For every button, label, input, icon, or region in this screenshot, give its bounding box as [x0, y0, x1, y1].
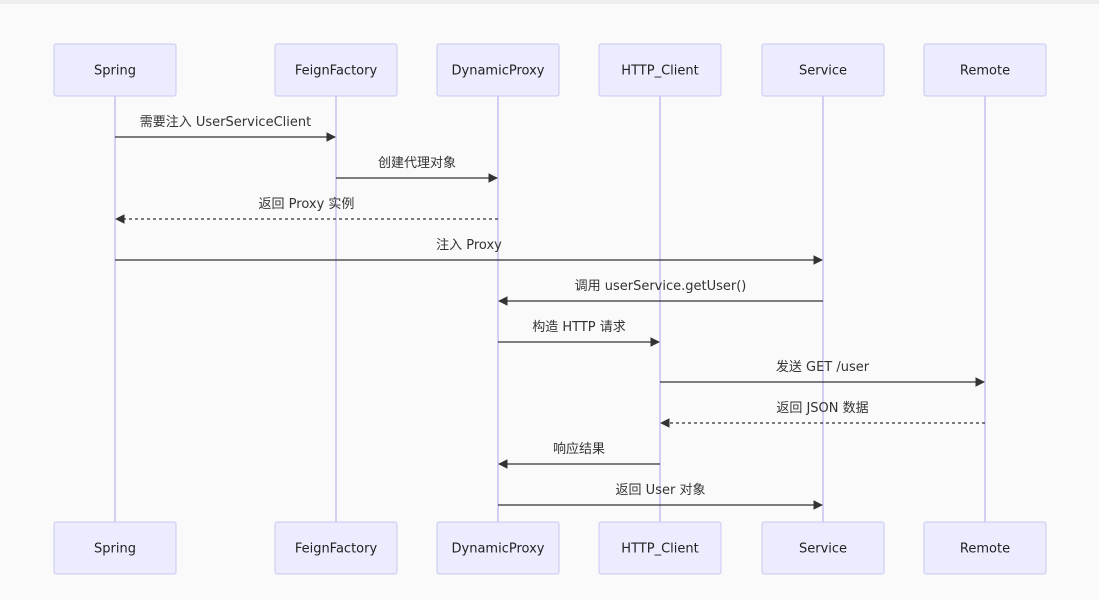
actor-feignfactory-bottom[interactable]: FeignFactory: [274, 521, 398, 575]
message-label: 构造 HTTP 请求: [532, 320, 626, 335]
actor-box: [923, 521, 1047, 575]
message-label: 发送 GET /user: [776, 359, 870, 375]
message-10: 返回 User 对象: [498, 483, 823, 510]
actor-http-client-bottom[interactable]: HTTP_Client: [598, 521, 722, 575]
actor-label: Remote: [960, 542, 1010, 557]
message-label: 需要注入 UserServiceClient: [140, 115, 311, 130]
message-4: 注入 Proxy: [115, 238, 823, 265]
actor-label: DynamicProxy: [452, 64, 545, 79]
actor-dynamicproxy-bottom[interactable]: DynamicProxy: [436, 521, 560, 575]
message-9: 响应结果: [498, 441, 660, 469]
actor-label: FeignFactory: [295, 542, 378, 557]
message-label: 返回 User 对象: [616, 483, 706, 498]
actor-box: [53, 521, 177, 575]
actor-label: Spring: [94, 542, 136, 557]
actor-box: [598, 43, 722, 97]
actor-label: Remote: [960, 64, 1010, 79]
message-3: 返回 Proxy 实例: [115, 197, 498, 224]
actor-label: Service: [799, 542, 847, 557]
message-label: 返回 JSON 数据: [776, 401, 868, 416]
actor-feignfactory-top[interactable]: FeignFactory: [274, 43, 398, 97]
actor-service-bottom[interactable]: Service: [761, 521, 885, 575]
actor-box: [436, 521, 560, 575]
actor-label: HTTP_Client: [621, 64, 698, 79]
message-1: 需要注入 UserServiceClient: [115, 115, 336, 142]
actor-remote-top[interactable]: Remote: [923, 43, 1047, 97]
message-label: 返回 Proxy 实例: [259, 197, 355, 212]
actor-label: DynamicProxy: [452, 542, 545, 557]
actor-box: [436, 43, 560, 97]
message-6: 构造 HTTP 请求: [498, 320, 660, 347]
actor-http-client-top[interactable]: HTTP_Client: [598, 43, 722, 97]
message-8: 返回 JSON 数据: [660, 401, 985, 428]
message-2: 创建代理对象: [336, 156, 498, 183]
message-label: 响应结果: [553, 441, 605, 457]
lifelines: [114, 96, 986, 522]
message-label: 创建代理对象: [378, 156, 456, 171]
actor-label: HTTP_Client: [621, 542, 698, 557]
message-7: 发送 GET /user: [660, 359, 985, 387]
actor-dynamicproxy-top[interactable]: DynamicProxy: [436, 43, 560, 97]
actor-label: Spring: [94, 64, 136, 79]
actor-label: FeignFactory: [295, 64, 378, 79]
actors-bottom-row: Spring FeignFactory DynamicProxy HTTP_Clien…: [53, 521, 1047, 575]
actor-box: [761, 43, 885, 97]
actor-label: Service: [799, 64, 847, 79]
actor-box: [53, 43, 177, 97]
actor-box: [274, 43, 398, 97]
message-5: 调用 userService.getUser(): [498, 279, 823, 306]
actor-box: [923, 43, 1047, 97]
actor-box: [761, 521, 885, 575]
message-label: 调用 userService.getUser(): [575, 279, 747, 294]
message-label: 注入 Proxy: [436, 238, 502, 253]
actor-service-top[interactable]: Service: [761, 43, 885, 97]
actor-spring-bottom[interactable]: Spring: [53, 521, 177, 575]
actors-top-row: Spring FeignFactory DynamicProxy HTTP_Clien…: [53, 43, 1047, 97]
actor-box: [274, 521, 398, 575]
actor-spring-top[interactable]: Spring: [53, 43, 177, 97]
actor-box: [598, 521, 722, 575]
actor-remote-bottom[interactable]: Remote: [923, 521, 1047, 575]
